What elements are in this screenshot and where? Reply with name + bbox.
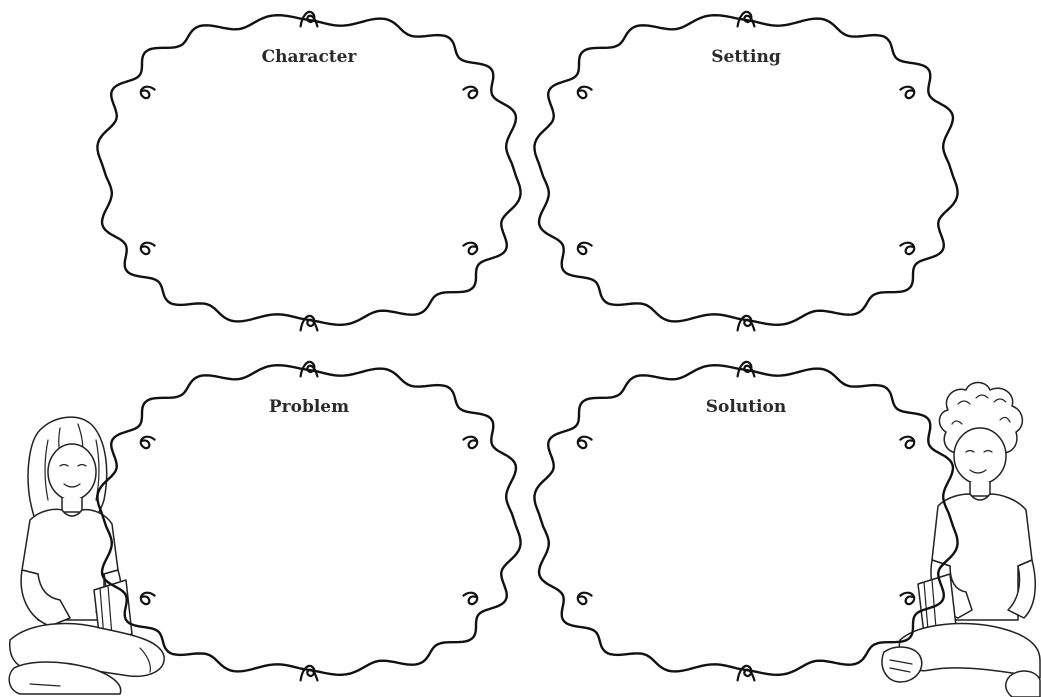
frame-label-problem: Problem <box>269 397 349 417</box>
frame-corner-curl <box>139 85 156 100</box>
frame-center-curl <box>736 10 756 28</box>
frame-corner-curl <box>139 435 156 450</box>
frame-center-curl <box>736 664 756 682</box>
frame-outline <box>533 14 959 326</box>
frame-character: Character <box>96 10 522 332</box>
frame-center-curl <box>299 360 319 378</box>
frame-corner-curl <box>139 591 156 606</box>
frame-label-setting: Setting <box>711 47 781 67</box>
frame-problem: Problem <box>96 360 522 682</box>
frame-corner-curl <box>139 241 156 256</box>
frame-outline <box>533 364 959 676</box>
frame-corner-curl <box>462 591 479 606</box>
frame-corner-curl <box>576 241 593 256</box>
frame-label-character: Character <box>262 47 358 67</box>
frame-center-curl <box>299 10 319 28</box>
frame-corner-curl <box>899 241 916 256</box>
frame-outline <box>96 364 522 676</box>
frame-outline <box>96 14 522 326</box>
frame-center-curl <box>736 360 756 378</box>
frame-corner-curl <box>899 85 916 100</box>
frame-center-curl <box>299 314 319 332</box>
frame-center-curl <box>736 314 756 332</box>
frame-center-curl <box>299 664 319 682</box>
boy-reading-illustration <box>881 381 1041 697</box>
frame-corner-curl <box>576 591 593 606</box>
frame-corner-curl <box>462 435 479 450</box>
frame-solution: Solution <box>533 360 959 682</box>
frame-corner-curl <box>576 435 593 450</box>
frame-corner-curl <box>899 591 916 606</box>
frame-label-solution: Solution <box>706 397 786 417</box>
frame-corner-curl <box>462 241 479 256</box>
frame-setting: Setting <box>533 10 959 332</box>
girl-reading-illustration <box>8 416 165 695</box>
frame-corner-curl <box>899 435 916 450</box>
frame-corner-curl <box>576 85 593 100</box>
frame-corner-curl <box>462 85 479 100</box>
